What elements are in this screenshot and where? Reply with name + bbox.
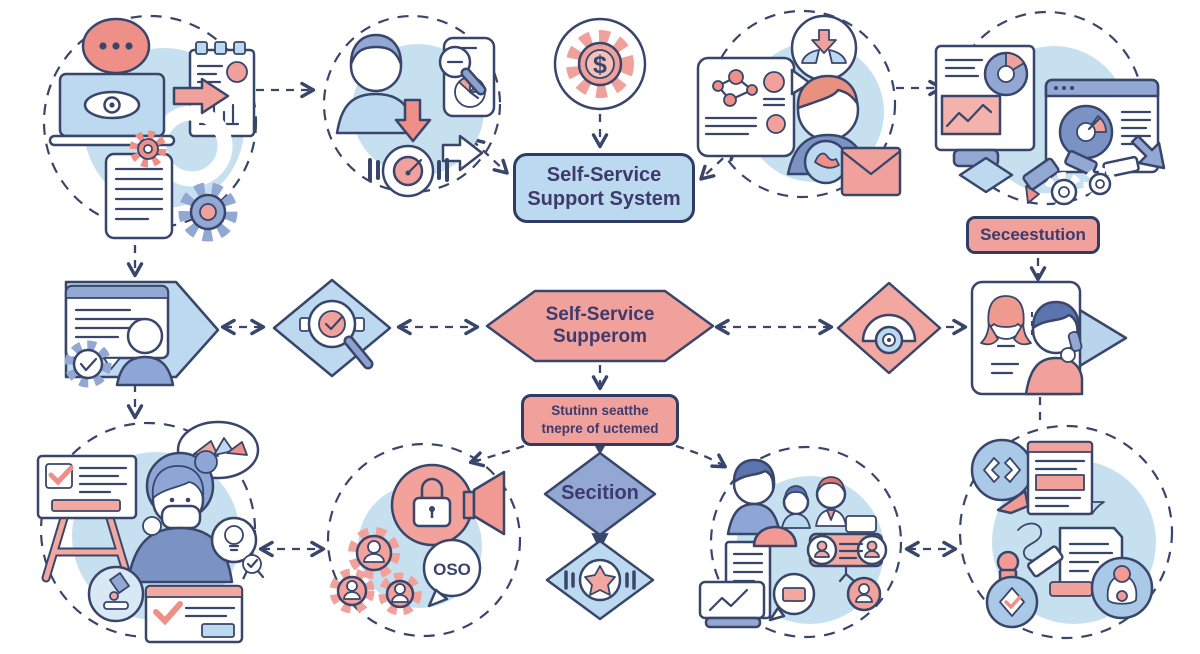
laptop-eye-icon	[48, 72, 176, 147]
masked-agent-avatar	[126, 450, 234, 584]
support-system-line1: Self-Service	[546, 164, 662, 187]
transfer-circle-icon	[970, 438, 1034, 502]
gear-check-icon	[64, 340, 112, 388]
note-line2: tnepre of uctemed	[541, 421, 659, 436]
search-check-diamond	[272, 278, 392, 378]
seceestution-label: Seceestution	[980, 224, 1086, 244]
support-system-box: Self-Service Support System	[513, 153, 695, 223]
tag-shape	[1026, 545, 1064, 578]
paper-plane-icon	[996, 489, 1030, 515]
customer-avatar	[786, 74, 870, 185]
document-icon	[104, 152, 174, 240]
microscope-circle-icon	[87, 565, 145, 623]
decision-diamond-label: Secition	[541, 449, 659, 539]
agent-avatar	[1024, 300, 1084, 396]
gauge-diamond	[836, 281, 942, 375]
note-box: Stutinn seatthe tnepre of uctemed	[521, 394, 679, 446]
person-avatar	[115, 317, 175, 387]
report-document-icon	[934, 44, 1036, 168]
ellipsis-bubble-icon	[81, 17, 151, 75]
oso-bubble: OSO	[422, 538, 482, 608]
cluster-training-illustration	[698, 445, 903, 639]
branch-lines	[838, 564, 856, 583]
members-card-icon	[806, 532, 888, 568]
cluster-certification-illustration	[958, 424, 1174, 640]
hexagon-line1: Self-Service	[545, 303, 655, 325]
podium-dome	[752, 525, 798, 548]
oso-label: OSO	[433, 560, 471, 579]
scatter-shapes	[958, 150, 1140, 212]
pause-marks	[564, 570, 636, 590]
user-circle-icon	[790, 14, 858, 82]
speaker-avatar	[726, 458, 782, 536]
feedback-chat-illustration	[64, 280, 220, 388]
cluster-presentation-illustration	[36, 420, 265, 644]
chat-window-icon	[64, 284, 170, 370]
cluster-customer-profile-illustration	[696, 9, 902, 199]
white-gear-icon-2	[1083, 167, 1117, 201]
process-hexagon-label: Self-Service Supperom	[483, 287, 717, 365]
envelope-icon	[840, 146, 902, 197]
team-gears-icon	[329, 527, 422, 616]
down-arrow-icon	[394, 98, 432, 143]
member-circle-icon	[846, 576, 882, 612]
stamp-approval-icon	[985, 550, 1039, 629]
client-profile	[980, 295, 1032, 375]
padlock-circle-icon	[390, 463, 474, 547]
cluster-security-team-illustration: OSO	[326, 442, 522, 638]
decision-diamond	[543, 451, 657, 537]
support-system-line2: Support System	[527, 188, 681, 210]
seceestution-tag: Seceestution	[966, 216, 1100, 254]
cluster-reports-illustration	[934, 10, 1166, 212]
cluster-monitoring-illustration	[42, 14, 258, 242]
decision-label: Secition	[561, 482, 639, 505]
gear-icon	[178, 182, 238, 242]
hexagon-line2: Supperom	[553, 326, 647, 347]
phone-inspection-icon	[438, 36, 496, 118]
dollar-symbol: $	[593, 51, 607, 79]
target-icon	[381, 144, 435, 198]
person-avatar	[335, 33, 417, 135]
arrow-right-icon	[172, 77, 230, 115]
profile-card-icon	[696, 56, 812, 158]
small-gear-icon	[129, 130, 167, 168]
report-doc-icon	[1026, 440, 1105, 516]
white-gear-icon	[1044, 172, 1084, 212]
note-line1: Stutinn seatthe	[551, 403, 649, 419]
pause-marks	[368, 158, 449, 182]
support-agent-card	[970, 280, 1128, 396]
down-arrow-icon	[1130, 134, 1166, 170]
megaphone-icon	[462, 470, 506, 536]
cluster-user-search-illustration	[322, 14, 502, 198]
lightbulb-check-icon	[210, 516, 265, 579]
badge-person-icon	[1090, 556, 1154, 620]
easel-board-icon	[36, 454, 138, 583]
money-gear-icon: $	[553, 17, 647, 111]
browser-gauge-icon	[1044, 78, 1160, 174]
laptop-chart-icon	[698, 580, 766, 629]
process-hexagon	[485, 289, 715, 363]
audience-avatars	[781, 476, 877, 533]
diamond-shape	[958, 156, 1014, 194]
checklist-doc-icon	[144, 584, 244, 644]
ticket-bubble-icon	[768, 572, 816, 622]
star-diamond	[545, 539, 655, 621]
